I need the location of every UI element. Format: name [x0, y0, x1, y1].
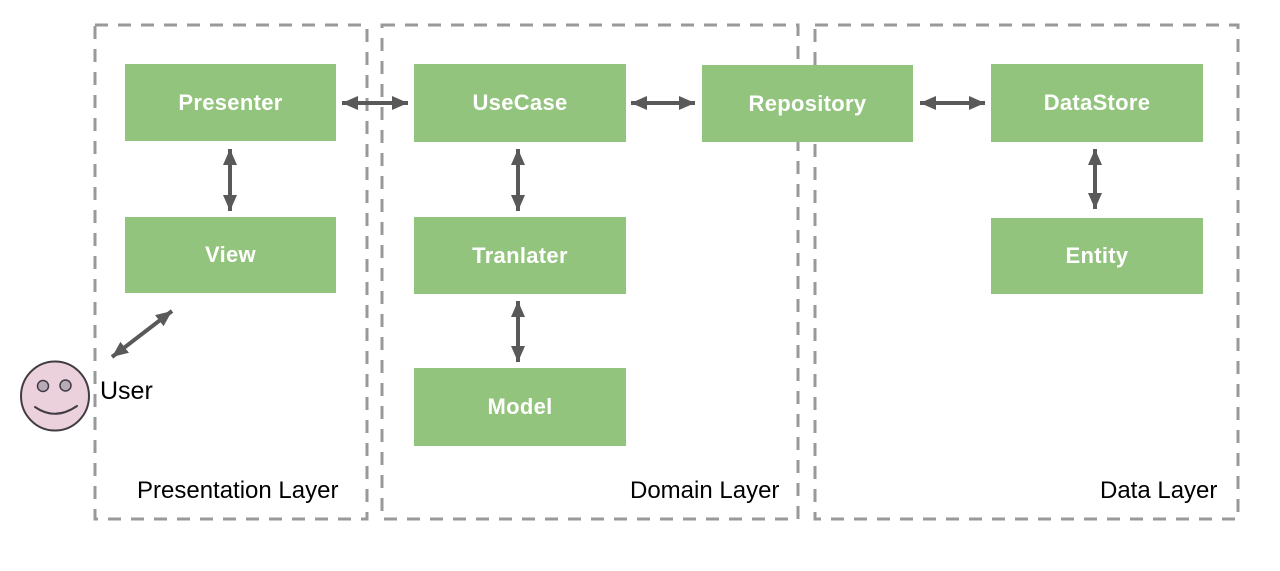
domain-layer-label: Domain Layer [630, 477, 780, 504]
presentation-layer-boundary [93, 23, 369, 521]
node-model: Model [414, 368, 626, 446]
domain-layer-boundary [380, 23, 800, 521]
node-repository: Repository [702, 65, 913, 142]
arrow-user-view [110, 309, 174, 359]
node-tranlater: Tranlater [414, 217, 626, 294]
user-label: User [100, 377, 153, 405]
node-usecase: UseCase [414, 64, 626, 142]
node-datastore: DataStore [991, 64, 1203, 142]
node-presenter: Presenter [125, 64, 336, 141]
data-layer-label: Data Layer [1100, 477, 1218, 504]
data-layer-boundary [813, 23, 1240, 521]
presentation-layer-label: Presentation Layer [137, 477, 339, 504]
node-view: View [125, 217, 336, 293]
node-entity: Entity [991, 218, 1203, 294]
user-face-icon [20, 360, 90, 432]
